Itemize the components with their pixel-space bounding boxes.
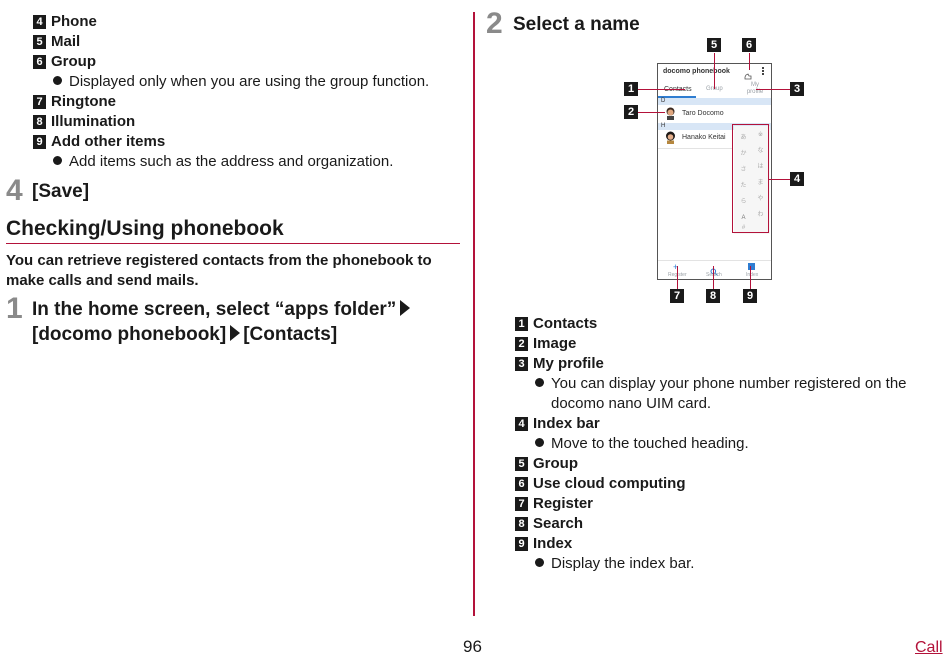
index-bar-highlight [732, 124, 769, 233]
row-divider [658, 148, 733, 149]
bottom-divider [658, 260, 771, 261]
callout-2: 2 [624, 105, 638, 119]
group-note: Displayed only when you are using the gr… [53, 72, 429, 92]
bullet-icon [535, 558, 544, 567]
tab-group[interactable]: Group [706, 86, 723, 92]
step-2-text: Select a name [513, 14, 640, 35]
heading-h-bar [658, 123, 771, 130]
step-1-line-2: [docomo phonebook][Contacts] [32, 324, 338, 345]
step-2-number: 2 [486, 7, 503, 40]
index-label: Index [746, 272, 759, 278]
heading-d-bar [658, 98, 771, 105]
callout-5: 5 [707, 38, 721, 52]
step-1-number: 1 [6, 292, 23, 325]
callout-line-9 [750, 266, 751, 289]
step-4-text: [Save] [32, 181, 90, 202]
index-bar[interactable]: あ ※ か な さ は た ま ら や A わ # [734, 126, 770, 234]
bullet-icon [535, 378, 544, 387]
callout-3: 3 [790, 82, 804, 96]
callout-line-6 [749, 53, 750, 70]
callout-8: 8 [706, 289, 720, 303]
heading-h: H [661, 123, 666, 129]
section-link-call[interactable]: Call [915, 639, 943, 656]
callout-1: 1 [624, 82, 638, 96]
contact-taro[interactable]: Taro Docomo [682, 110, 724, 117]
callout-line-1 [638, 89, 685, 90]
index-letter-a: A [741, 215, 746, 221]
search-icon[interactable] [710, 263, 718, 276]
callout-line-8 [713, 266, 714, 289]
lead-line-1: You can retrieve registered contacts fro… [6, 252, 432, 269]
contact-hanako[interactable]: Hanako Keitai [682, 134, 726, 141]
index-bar-note: Move to the touched heading. [535, 434, 749, 454]
step-1-line-1: In the home screen, select “apps folder” [32, 297, 413, 322]
heading-d: D [661, 98, 666, 104]
tab-indicator [658, 96, 696, 98]
page-number: 96 [463, 637, 482, 656]
phone-title: docomo phonebook [663, 68, 730, 75]
callout-line-7 [677, 266, 678, 289]
callout-7: 7 [670, 289, 684, 303]
avatar-hanako [665, 131, 676, 144]
callout-line-5 [714, 53, 715, 89]
index-note: Display the index bar. [535, 554, 694, 574]
bullet-icon [535, 438, 544, 447]
menu-icon[interactable] [762, 67, 764, 75]
index-icon[interactable] [748, 263, 755, 270]
callout-4: 4 [790, 172, 804, 186]
callout-line-2 [638, 112, 665, 113]
callout-line-3 [756, 89, 790, 90]
avatar-taro [665, 107, 676, 120]
column-divider [473, 12, 475, 616]
tab-my-profile[interactable]: My profile [746, 82, 764, 95]
callout-line-4 [769, 179, 790, 180]
phone-screenshot: docomo phonebook Contacts Group My profi… [657, 63, 772, 280]
profile-note-1: You can display your phone number regist… [535, 374, 907, 394]
lead-line-2: make calls and send mails. [6, 272, 199, 289]
arrow-right-icon [400, 300, 411, 316]
cloud-icon[interactable] [744, 67, 752, 80]
add-note: Add items such as the address and organi… [53, 152, 393, 172]
callout-6: 6 [742, 38, 756, 52]
profile-note-2: docomo nano UIM card. [551, 395, 712, 412]
section-title: Checking/Using phonebook [6, 217, 284, 240]
bullet-icon [53, 76, 62, 85]
bullet-icon [53, 156, 62, 165]
callout-9: 9 [743, 289, 757, 303]
step-4-number: 4 [6, 174, 23, 207]
section-underline [6, 243, 460, 244]
arrow-right-icon [230, 325, 241, 341]
register-icon[interactable]: + [673, 262, 679, 272]
